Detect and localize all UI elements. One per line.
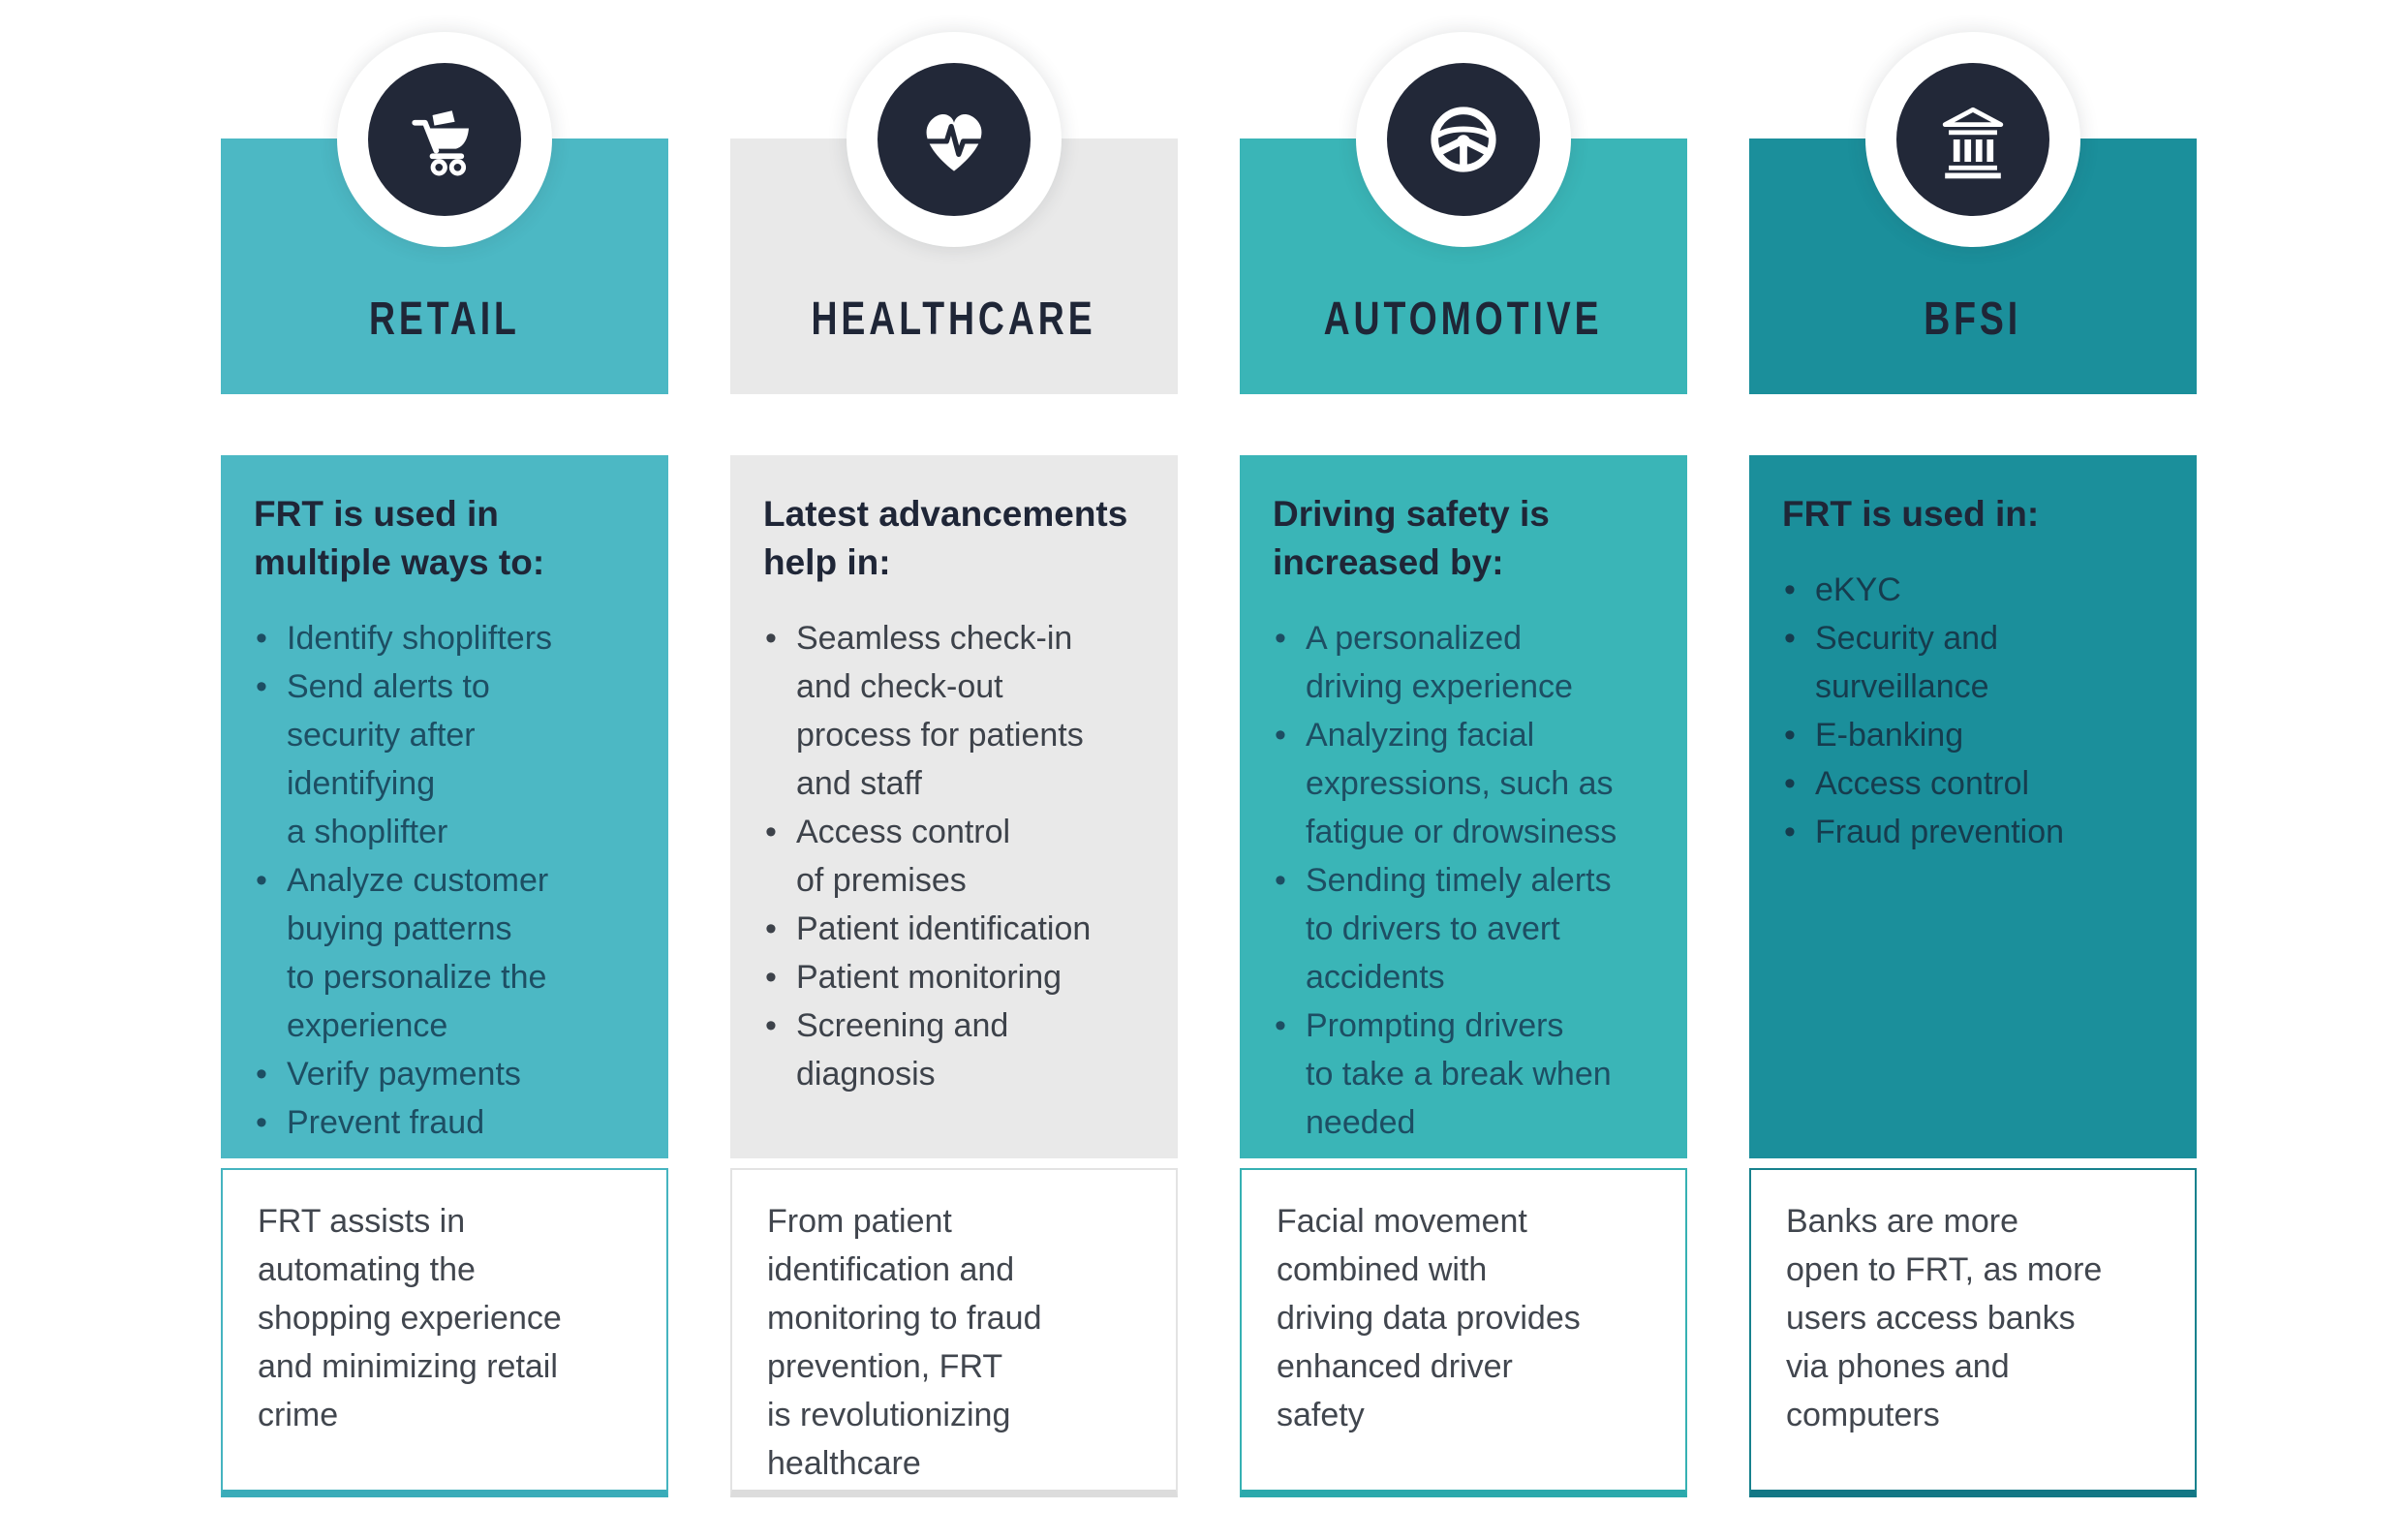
category-header: HEALTHCARE — [730, 139, 1178, 394]
bullet-item: Patient monitoring — [763, 953, 1137, 1001]
shopping-cart-icon — [368, 63, 521, 216]
category-body: Driving safety is increased by: A person… — [1240, 455, 1687, 1158]
summary-text: FRT assists in automating the shopping e… — [258, 1203, 562, 1433]
bullet-item: A personalized driving experience — [1273, 614, 1647, 711]
summary-note: Banks are more open to FRT, as more user… — [1749, 1168, 2197, 1497]
bullet-list: A personalized driving experienceAnalyzi… — [1273, 614, 1647, 1147]
bullet-list: Seamless check-in and check-out process … — [763, 614, 1137, 1098]
bullet-item: Sending timely alerts to drivers to aver… — [1273, 856, 1647, 1001]
summary-note: Facial movement combined with driving da… — [1240, 1168, 1687, 1497]
column-retail: RETAIL FRT is used in multiple ways to: … — [221, 0, 668, 1497]
bullet-item: Seamless check-in and check-out process … — [763, 614, 1137, 808]
bullet-item: Send alerts to security after identifyin… — [254, 662, 628, 856]
bullet-item: Verify payments — [254, 1050, 628, 1098]
body-heading: FRT is used in multiple ways to: — [254, 494, 545, 582]
summary-note: From patient identification and monitori… — [730, 1168, 1178, 1497]
steering-wheel-icon — [1387, 63, 1540, 216]
columns-row: RETAIL FRT is used in multiple ways to: … — [0, 0, 2402, 1497]
bullet-item: Patient identification — [763, 905, 1137, 953]
body-heading: Driving safety is increased by: — [1273, 494, 1550, 582]
bullet-item: Screening and diagnosis — [763, 1001, 1137, 1098]
bullet-item: Prompting drivers to take a break when n… — [1273, 1001, 1647, 1147]
bullet-item: Analyze customer buying patterns to pers… — [254, 856, 628, 1050]
icon-badge — [1865, 32, 2080, 247]
body-heading: Latest advancements help in: — [763, 494, 1128, 582]
column-healthcare: HEALTHCARE Latest advancements help in: … — [730, 0, 1178, 1497]
bullet-item: Analyzing facial expressions, such as fa… — [1273, 711, 1647, 856]
bullet-item: Access control of premises — [763, 808, 1137, 905]
category-body: Latest advancements help in: Seamless ch… — [730, 455, 1178, 1158]
body-heading: FRT is used in: — [1782, 494, 2040, 534]
icon-badge — [337, 32, 552, 247]
bullet-item: eKYC — [1782, 566, 2156, 614]
summary-text: From patient identification and monitori… — [767, 1203, 1042, 1482]
heartbeat-icon — [878, 63, 1031, 216]
category-title: BFSI — [1924, 293, 2022, 345]
summary-text: Facial movement combined with driving da… — [1277, 1203, 1581, 1433]
bullet-item: Access control — [1782, 759, 2156, 808]
category-body: FRT is used in: eKYCSecurity and surveil… — [1749, 455, 2197, 1158]
category-title: AUTOMOTIVE — [1324, 293, 1603, 345]
bullet-item: Fraud prevention — [1782, 808, 2156, 856]
bullet-item: Prevent fraud — [254, 1098, 628, 1147]
icon-badge — [847, 32, 1062, 247]
summary-note: FRT assists in automating the shopping e… — [221, 1168, 668, 1497]
bullet-item: E-banking — [1782, 711, 2156, 759]
bullet-item: Identify shoplifters — [254, 614, 628, 662]
category-title: RETAIL — [369, 293, 520, 345]
bullet-list: eKYCSecurity and surveillanceE-bankingAc… — [1782, 566, 2156, 856]
bank-icon — [1896, 63, 2049, 216]
column-bfsi: BFSI FRT is used in: eKYCSecurity and su… — [1749, 0, 2197, 1497]
icon-badge — [1356, 32, 1571, 247]
bullet-list: Identify shopliftersSend alerts to secur… — [254, 614, 628, 1147]
category-body: FRT is used in multiple ways to: Identif… — [221, 455, 668, 1158]
summary-text: Banks are more open to FRT, as more user… — [1786, 1203, 2103, 1433]
category-header: BFSI — [1749, 139, 2197, 394]
bullet-item: Security and surveillance — [1782, 614, 2156, 711]
category-title: HEALTHCARE — [811, 293, 1097, 345]
column-automotive: AUTOMOTIVE Driving safety is increased b… — [1240, 0, 1687, 1497]
